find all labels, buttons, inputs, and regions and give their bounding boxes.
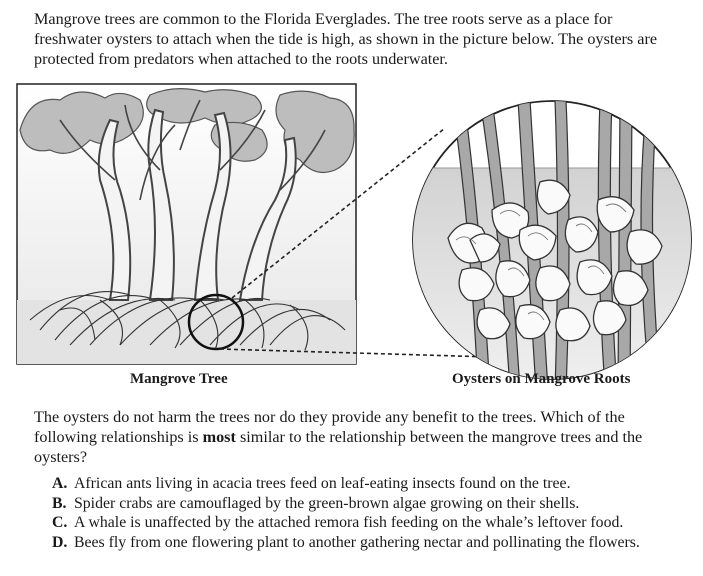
choice-letter: C.	[52, 514, 68, 531]
oysters-magnified-illustration	[412, 100, 692, 380]
choice-letter: A.	[52, 475, 68, 492]
answer-choice-c[interactable]: C. A whale is unaffected by the attached…	[52, 513, 692, 533]
choice-text: African ants living in acacia trees feed…	[74, 475, 571, 492]
choice-letter: B.	[52, 494, 67, 512]
mangrove-tree-illustration	[16, 83, 357, 365]
oysters-caption: Oysters on Mangrove Roots	[452, 371, 631, 387]
question-text-end: similar to the relationship between the …	[34, 428, 643, 466]
question-text-start: The oysters do not harm the trees nor do…	[34, 408, 625, 446]
connector-lines	[219, 127, 526, 359]
answer-choice-b[interactable]: B. Spider crabs are camouflaged by the g…	[52, 494, 692, 514]
choice-text: A whale is unaffected by the attached re…	[74, 514, 624, 531]
choice-text: Bees fly from one flowering plant to ano…	[74, 533, 640, 551]
answer-choices: A. African ants living in acacia trees f…	[52, 474, 692, 552]
choice-text: Spider crabs are camouflaged by the gree…	[74, 494, 580, 512]
mangrove-figure	[16, 83, 692, 380]
question-stem: The oysters do not harm the trees nor do…	[34, 407, 684, 467]
mangrove-tree-caption: Mangrove Tree	[130, 371, 228, 387]
question-emphasis: most	[202, 428, 236, 446]
choice-letter: D.	[52, 533, 68, 551]
intro-paragraph: Mangrove trees are common to the Florida…	[34, 10, 658, 68]
answer-choice-a[interactable]: A. African ants living in acacia trees f…	[52, 474, 692, 494]
answer-choice-d[interactable]: D. Bees fly from one flowering plant to …	[52, 533, 692, 553]
